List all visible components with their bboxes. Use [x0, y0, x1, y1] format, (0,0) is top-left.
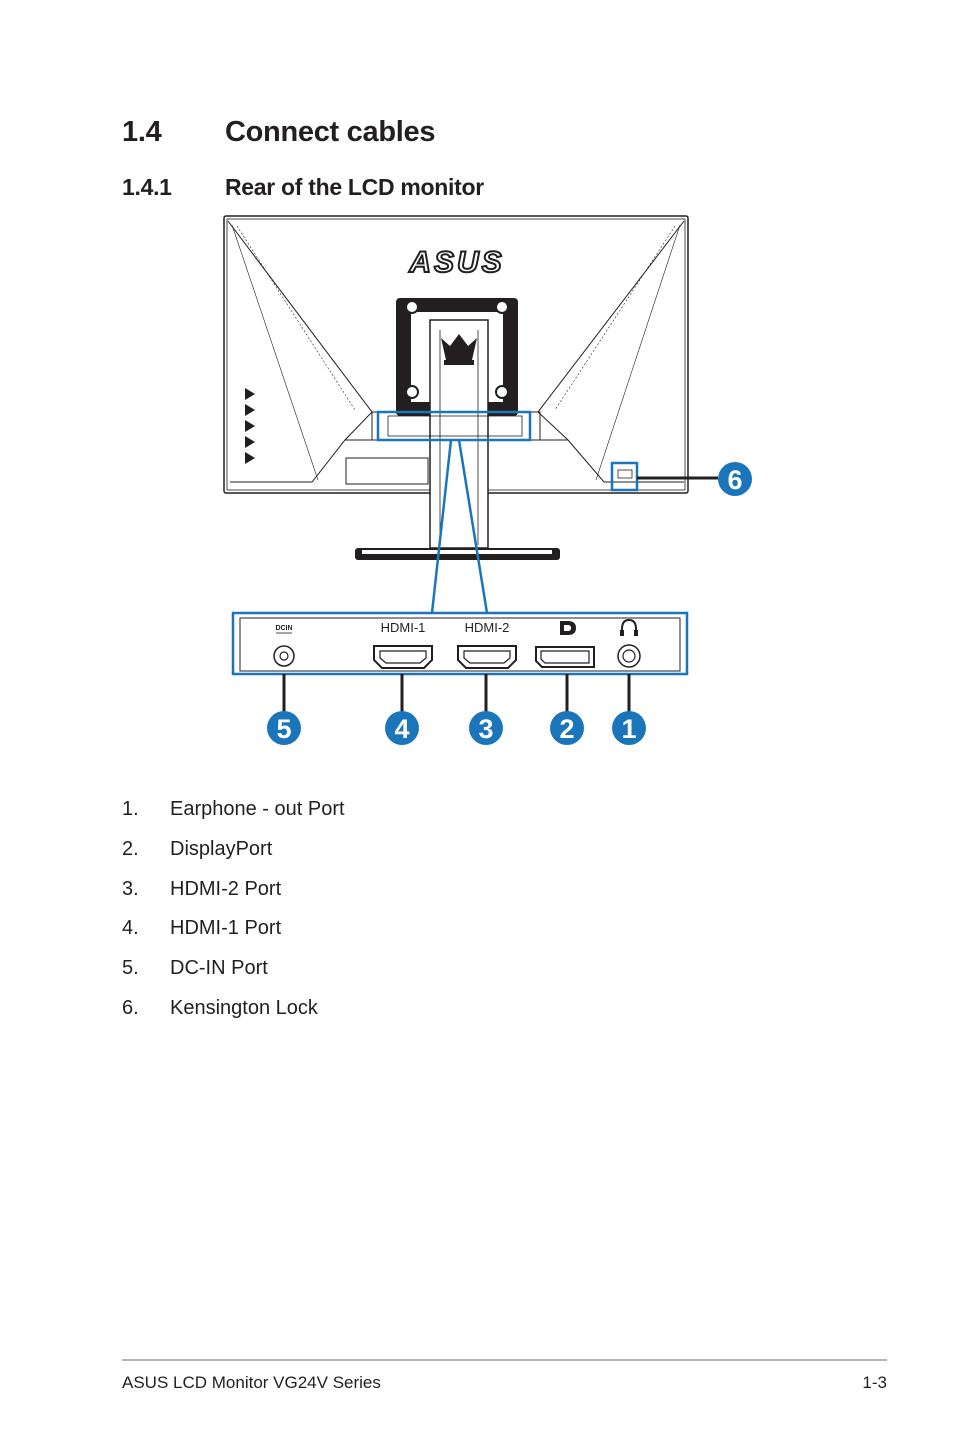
monitor-stand	[355, 319, 560, 560]
callout-4: 4	[385, 711, 419, 745]
footer-divider	[122, 1359, 887, 1361]
hdmi-port-icon	[457, 645, 517, 669]
hdmi-1-port: HDMI-1	[373, 620, 433, 669]
section-heading: 1.4 Connect cables	[122, 116, 435, 149]
list-item: 6.Kensington Lock	[122, 996, 318, 1019]
svg-text:1: 1	[621, 714, 636, 744]
callout-3: 3	[469, 711, 503, 745]
monitor-rear-diagram: ASUS DCIN	[223, 215, 752, 745]
subsection-heading: 1.4.1 Rear of the LCD monitor	[122, 174, 484, 201]
hdmi-2-label: HDMI-2	[465, 620, 510, 635]
displayport-icon	[560, 621, 576, 635]
port-panel-zoom	[231, 611, 689, 676]
displayport-port	[535, 621, 595, 668]
section-number: 1.4	[122, 116, 162, 148]
svg-text:5: 5	[276, 714, 291, 744]
hdmi-1-label: HDMI-1	[381, 620, 426, 635]
dcin-label: DCIN	[275, 625, 292, 632]
kensington-highlight	[610, 461, 639, 492]
svg-text:2: 2	[559, 714, 574, 744]
dc-in-port: DCIN	[273, 625, 295, 667]
subsection-number: 1.4.1	[122, 174, 172, 200]
dc-in-port-icon	[273, 645, 295, 667]
list-item: 4.HDMI-1 Port	[122, 917, 282, 940]
svg-text:4: 4	[394, 714, 409, 744]
list-item: 2.DisplayPort	[122, 837, 273, 860]
list-item: 1.Earphone - out Port	[122, 798, 345, 820]
hdmi-2-port: HDMI-2	[457, 620, 517, 669]
list-item: 3.HDMI-2 Port	[122, 877, 282, 900]
page-number: 1-3	[862, 1373, 887, 1392]
section-title: Connect cables	[225, 116, 436, 148]
hdmi-port-icon	[373, 645, 433, 669]
callout-1: 1	[612, 711, 646, 745]
svg-text:3: 3	[478, 714, 493, 744]
callout-2: 2	[550, 711, 584, 745]
subsection-title: Rear of the LCD monitor	[225, 174, 484, 200]
callout-6: 6	[718, 462, 752, 496]
side-control-buttons	[245, 388, 255, 464]
asus-logo: ASUS	[407, 245, 504, 280]
headphone-icon	[620, 618, 638, 636]
list-item: 5.DC-IN Port	[122, 957, 268, 980]
svg-text:6: 6	[727, 465, 742, 495]
headphone-port	[617, 618, 641, 668]
callout-5: 5	[267, 711, 301, 745]
port-list: 1.Earphone - out Port 2.DisplayPort 3.HD…	[122, 796, 345, 1035]
port-area-highlight	[376, 410, 532, 442]
svg-text:ASUS: ASUS	[408, 246, 504, 279]
footer-title: ASUS LCD Monitor VG24V Series	[122, 1373, 381, 1392]
